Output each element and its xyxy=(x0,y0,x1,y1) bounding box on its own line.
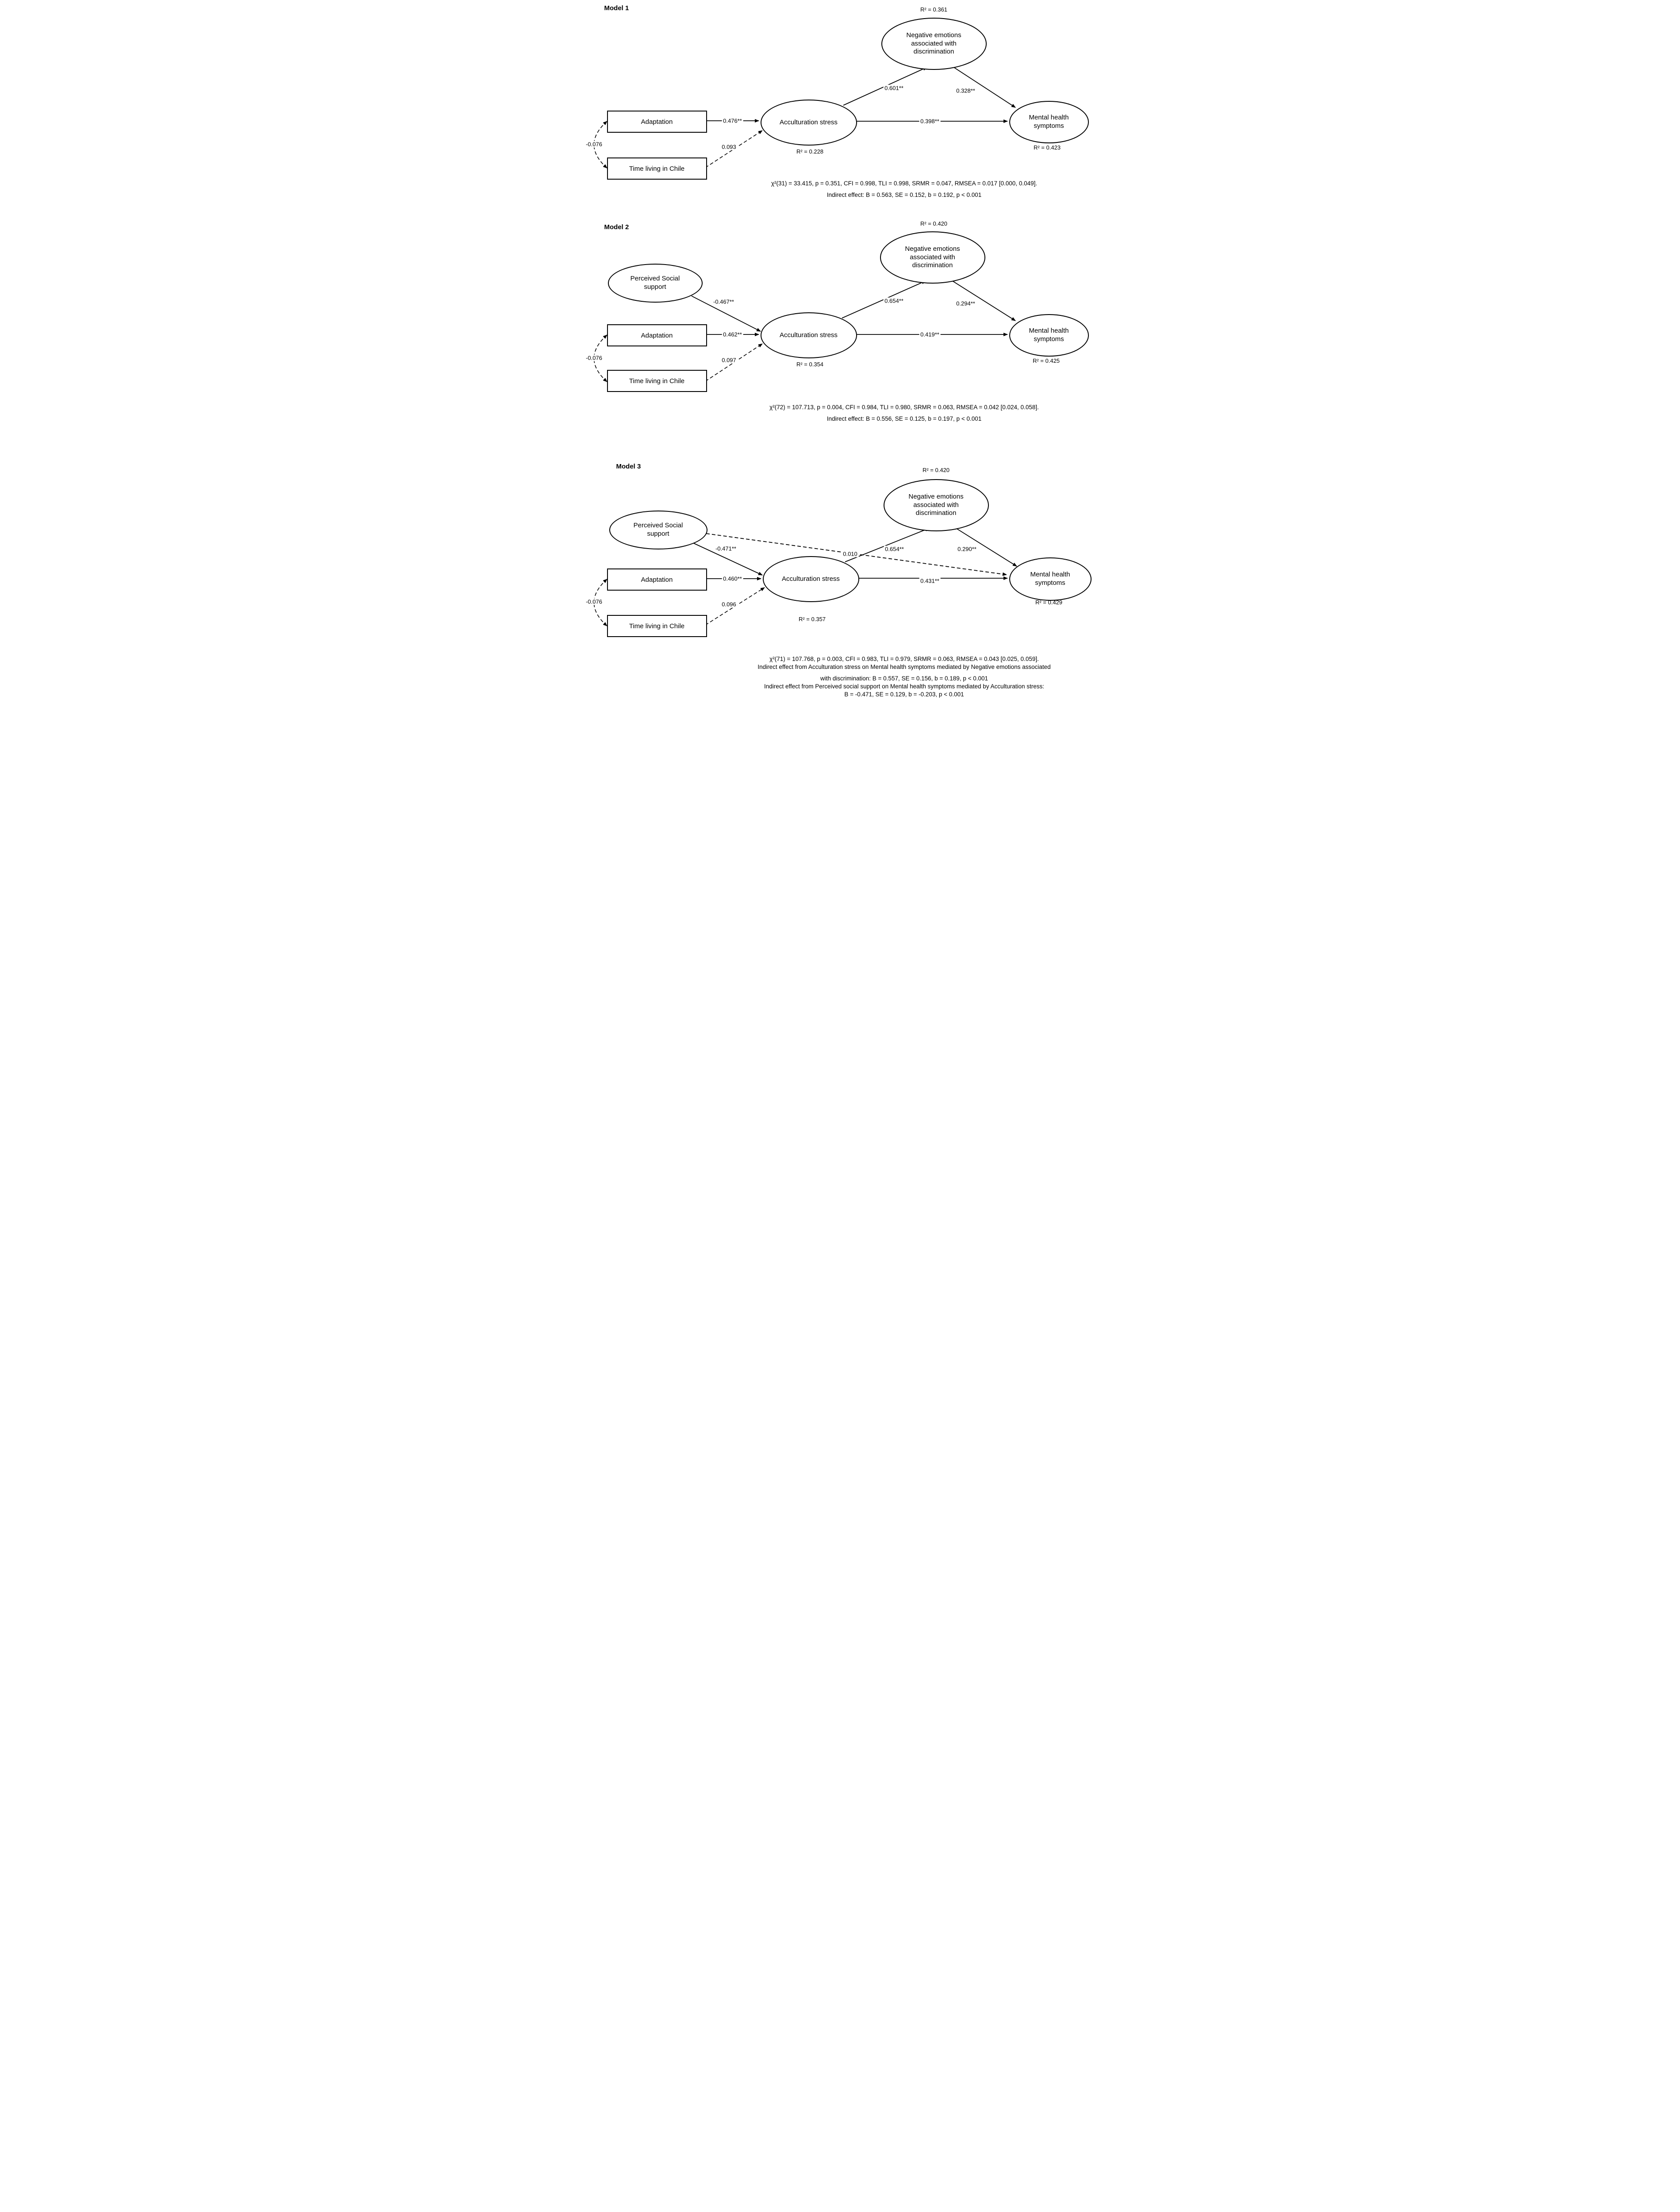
model3-adaptation-box: Adaptation xyxy=(607,568,707,591)
model1-fit-line: χ²(31) = 33.415, p = 0.351, CFI = 0.998,… xyxy=(771,180,1038,187)
model2-path-label-time-acculturation: 0.097 xyxy=(720,357,738,364)
model1-path-label-adaptation-acculturation: 0.476** xyxy=(722,117,743,124)
model2-time-chile-label: Time living in Chile xyxy=(629,377,685,385)
model3-social-support-label: Perceived Social support xyxy=(633,522,683,538)
model1-negative-emotions-ellipse: Negative emotions associated with discri… xyxy=(881,18,987,70)
model2-title: Model 2 xyxy=(604,223,629,231)
model1-time-chile-label: Time living in Chile xyxy=(629,165,685,173)
model2-mental-health-label: Mental health symptoms xyxy=(1029,327,1069,343)
model3-path-label-time-acculturation: 0.096 xyxy=(720,601,738,608)
model3-mental-health-label: Mental health symptoms xyxy=(1030,571,1070,587)
model1-acculturation-label: Acculturation stress xyxy=(780,118,838,126)
model3-indirect-line3: Indirect effect from Perceived social su… xyxy=(764,683,1045,690)
model3-negative-emotions-ellipse: Negative emotions associated with discri… xyxy=(883,479,989,531)
model3-indirect-line1: Indirect effect from Acculturation stres… xyxy=(757,664,1051,670)
model1-time-chile-box: Time living in Chile xyxy=(607,157,707,180)
model1-adaptation-box: Adaptation xyxy=(607,111,707,133)
model2-path-label-adaptation-acculturation: 0.462** xyxy=(722,331,743,338)
model3-acculturation-ellipse: Acculturation stress xyxy=(762,556,859,602)
model3-path-label-pss-mental: 0.010 xyxy=(842,550,859,557)
model1-r2-mental: R² = 0.423 xyxy=(1033,144,1061,151)
model3-r2-acculturation: R² = 0.357 xyxy=(798,616,826,622)
model2-social-support-label: Perceived Social support xyxy=(630,275,680,291)
model3-acculturation-label: Acculturation stress xyxy=(782,575,840,583)
model3-fit-line: χ²(71) = 107.768, p = 0.003, CFI = 0.983… xyxy=(769,656,1039,662)
model2-r2-mental: R² = 0.425 xyxy=(1032,357,1060,364)
model3-social-support-ellipse: Perceived Social support xyxy=(609,511,707,549)
model2-corr-label-adaptation-time: -0.076 xyxy=(584,354,604,361)
model1-path-label-negative-mental: 0.328** xyxy=(955,87,976,94)
model3-indirect-line2: with discrimination: B = 0.557, SE = 0.1… xyxy=(820,675,988,682)
model2-negative-emotions-ellipse: Negative emotions associated with discri… xyxy=(880,231,985,284)
model1-corr-label-adaptation-time: -0.076 xyxy=(584,141,604,148)
model3-time-chile-box: Time living in Chile xyxy=(607,615,707,637)
model2-path-label-acculturation-negative: 0.654** xyxy=(883,297,905,304)
model1-path-label-time-acculturation: 0.093 xyxy=(720,143,738,150)
model3-path-label-negative-mental: 0.290** xyxy=(956,545,978,553)
model2-mental-health-ellipse: Mental health symptoms xyxy=(1009,314,1089,357)
model2-path-label-acculturation-mental: 0.419** xyxy=(919,331,941,338)
model3-path-label-acculturation-mental: 0.431** xyxy=(919,577,941,584)
model3-indirect-line4: B = -0.471, SE = 0.129, b = -0.203, p < … xyxy=(844,691,964,698)
model2-fit-statistics: χ²(72) = 107.713, p = 0.004, CFI = 0.984… xyxy=(730,403,1079,423)
model3-title: Model 3 xyxy=(616,463,641,470)
model1-adaptation-label: Adaptation xyxy=(641,118,673,126)
model3-r2-mental: R² = 0.429 xyxy=(1035,599,1063,606)
model2-r2-acculturation: R² = 0.354 xyxy=(796,361,824,368)
model1-path-label-acculturation-mental: 0.398** xyxy=(919,118,941,125)
model2-acculturation-label: Acculturation stress xyxy=(780,331,838,339)
model2-fit-line: χ²(72) = 107.713, p = 0.004, CFI = 0.984… xyxy=(769,404,1039,411)
model1-r2-negative: R² = 0.361 xyxy=(920,6,948,13)
model3-mental-health-ellipse: Mental health symptoms xyxy=(1009,557,1092,601)
model2-acculturation-ellipse: Acculturation stress xyxy=(760,312,857,358)
model3-negative-emotions-label: Negative emotions associated with discri… xyxy=(908,492,964,517)
model2-indirect-line: Indirect effect: B = 0.556, SE = 0.125, … xyxy=(827,415,982,422)
model1-negative-emotions-label: Negative emotions associated with discri… xyxy=(906,31,961,56)
model2-adaptation-label: Adaptation xyxy=(641,331,673,339)
model1-indirect-line: Indirect effect: B = 0.563, SE = 0.152, … xyxy=(827,192,982,198)
model3-fit-statistics: χ²(71) = 107.768, p = 0.003, CFI = 0.983… xyxy=(730,655,1079,699)
model3-corr-label-adaptation-time: -0.076 xyxy=(584,598,604,605)
model2-social-support-ellipse: Perceived Social support xyxy=(607,264,703,303)
model3-r2-negative: R² = 0.420 xyxy=(922,467,950,473)
model2-path-label-pss-acculturation: -0.467** xyxy=(712,298,735,305)
model3-time-chile-label: Time living in Chile xyxy=(629,622,685,630)
model1-path-label-acculturation-negative: 0.601** xyxy=(883,84,905,92)
model2-negative-emotions-label: Negative emotions associated with discri… xyxy=(905,245,960,269)
model2-time-chile-box: Time living in Chile xyxy=(607,370,707,392)
model2-path-label-negative-mental: 0.294** xyxy=(955,300,976,307)
model1-mental-health-label: Mental health symptoms xyxy=(1029,114,1069,130)
model3-adaptation-label: Adaptation xyxy=(641,576,673,584)
model1-fit-statistics: χ²(31) = 33.415, p = 0.351, CFI = 0.998,… xyxy=(730,180,1079,199)
model1-title: Model 1 xyxy=(604,4,629,12)
model1-mental-health-ellipse: Mental health symptoms xyxy=(1009,101,1089,143)
model1-acculturation-ellipse: Acculturation stress xyxy=(760,100,857,146)
model1-r2-acculturation: R² = 0.228 xyxy=(796,148,824,155)
sem-diagram-canvas: Model 1 R² = 0.361 Negative emotions ass… xyxy=(579,0,1101,708)
model3-path-label-pss-acculturation: -0.471** xyxy=(714,545,738,552)
model2-r2-negative: R² = 0.420 xyxy=(920,220,948,227)
model3-path-label-acculturation-negative: 0.654** xyxy=(884,545,905,553)
model3-path-label-adaptation-acculturation: 0.460** xyxy=(722,575,743,582)
model2-adaptation-box: Adaptation xyxy=(607,324,707,346)
